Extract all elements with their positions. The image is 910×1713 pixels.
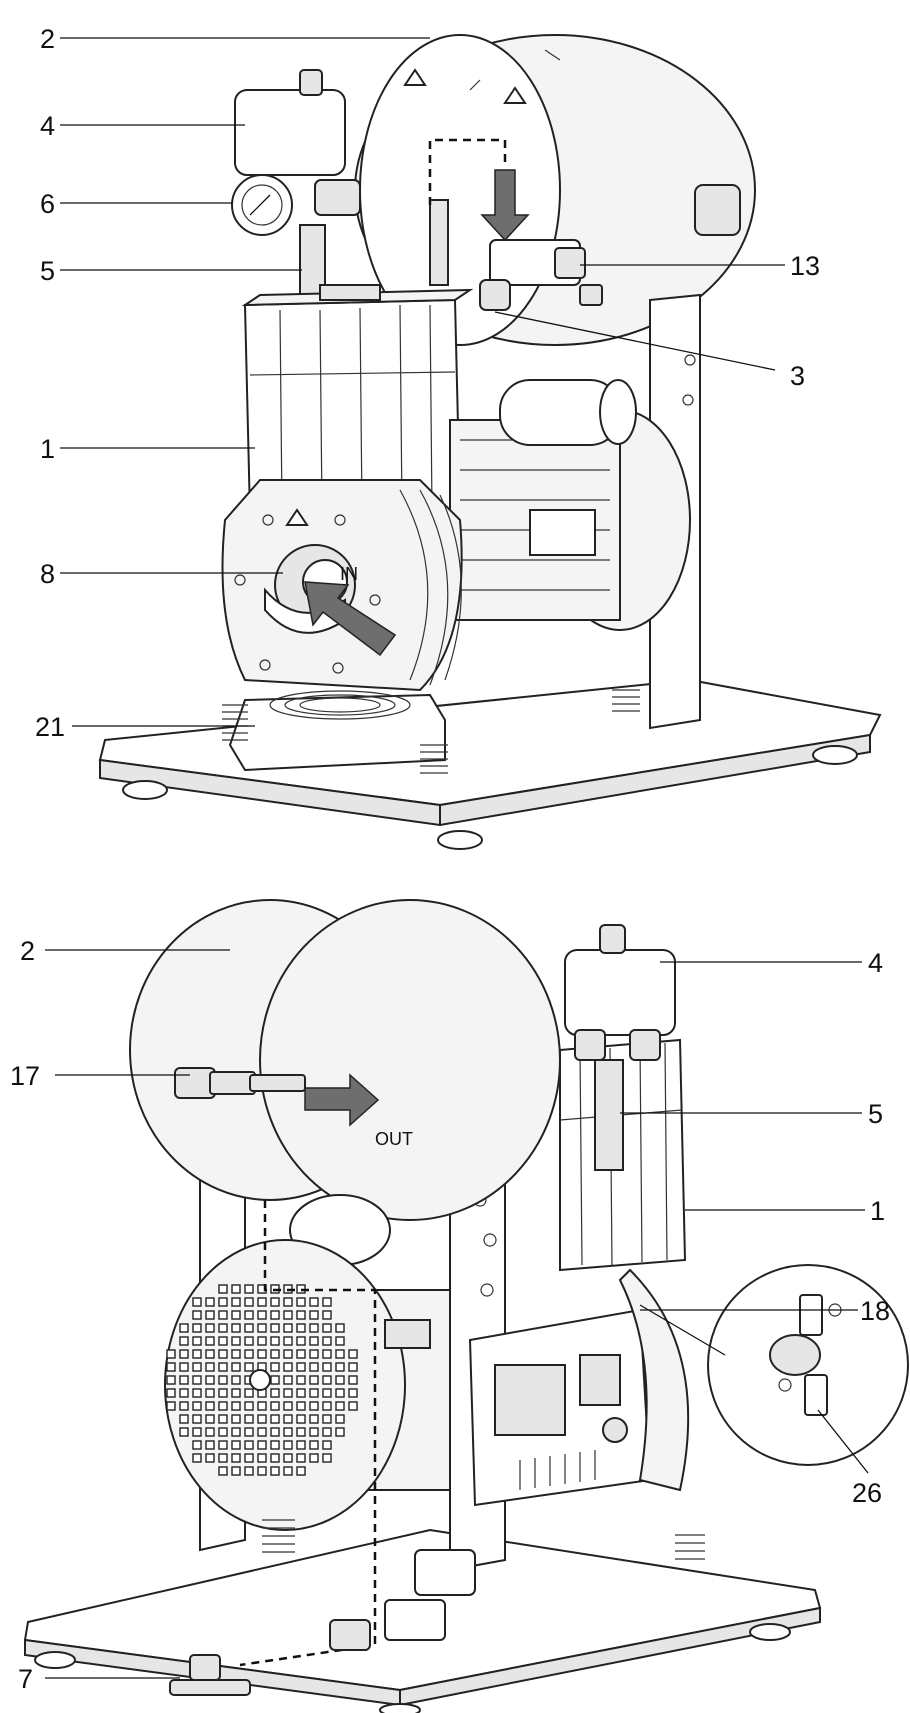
callout-3: 3 (790, 361, 805, 391)
warning-icon (503, 86, 527, 104)
motor-fan-cover (164, 1239, 406, 1531)
callout-2: 2 (20, 936, 35, 966)
callout-5: 5 (868, 1099, 883, 1129)
warning-icon (285, 508, 309, 526)
bottom-view: OUT (10, 899, 909, 1713)
thermal-switch (769, 1334, 821, 1376)
crankcase (618, 1268, 690, 1492)
callout-4: 4 (40, 111, 55, 141)
flow-arrow-down (480, 169, 530, 242)
top-view: IN 2 4 6 5 13 3 1 8 21 (35, 24, 882, 850)
base-plate-edge (439, 733, 871, 827)
foot (437, 830, 483, 850)
foot (34, 1651, 76, 1669)
flow-arrow-in (304, 581, 397, 657)
vibration-spring (262, 1519, 295, 1553)
foot (122, 780, 168, 800)
callout-1: 1 (40, 434, 55, 464)
motor-nameplate (529, 509, 596, 556)
callout-18: 18 (860, 1296, 890, 1326)
warning-icon (403, 68, 427, 86)
flow-arrow-out (304, 1073, 380, 1127)
callout-13: 13 (790, 251, 820, 281)
foot (379, 1703, 421, 1713)
vibration-spring (420, 744, 448, 774)
thermal-switch-terminal (799, 1294, 823, 1336)
flow-label-out: OUT (375, 1129, 413, 1149)
callout-7: 7 (18, 1664, 33, 1694)
pressure-gauge (231, 174, 293, 236)
tank-plug (694, 184, 741, 236)
tank (259, 899, 561, 1221)
vibration-spring (612, 689, 640, 712)
callout-1: 1 (870, 1196, 885, 1226)
flow-label-in: IN (340, 564, 358, 584)
callout-4: 4 (868, 948, 883, 978)
pressure-pipe (299, 224, 326, 296)
fan-guard (228, 693, 446, 772)
foot (812, 745, 858, 765)
solenoid-valve (414, 1549, 476, 1596)
pipe-fitting (429, 199, 449, 286)
motor-fan-grill (166, 1284, 358, 1476)
pressure-switch (234, 89, 346, 176)
callout-5: 5 (40, 256, 55, 286)
airflow-path (239, 1200, 377, 1667)
callout-17: 17 (10, 1061, 40, 1091)
motor-nameplate (384, 1319, 431, 1349)
pressure-switch (564, 949, 676, 1036)
callout-6: 6 (40, 189, 55, 219)
airflow-path (428, 138, 507, 205)
callout-26: 26 (852, 1478, 882, 1508)
callout-8: 8 (40, 559, 55, 589)
callout-21: 21 (35, 712, 65, 742)
vibration-spring (675, 1534, 705, 1560)
foot (749, 1623, 791, 1641)
drain-valve (384, 1599, 446, 1641)
thermal-fuse (602, 1417, 628, 1443)
drain-tap (169, 1679, 251, 1696)
thermal-switch-terminal (804, 1374, 828, 1416)
pressure-pipe (594, 1059, 624, 1171)
callout-2: 2 (40, 24, 55, 54)
